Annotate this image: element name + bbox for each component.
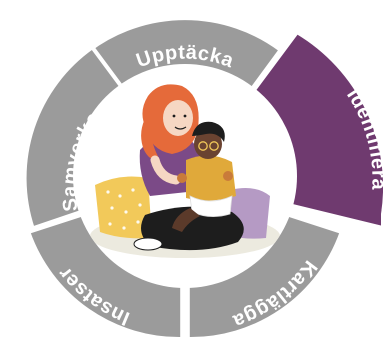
child-hair bbox=[192, 121, 225, 142]
child-face bbox=[194, 129, 222, 159]
parent-child-illustration bbox=[90, 84, 280, 258]
child-diaper bbox=[189, 195, 233, 217]
toy-right bbox=[223, 171, 233, 181]
child-legs bbox=[172, 208, 200, 232]
mother-face bbox=[163, 100, 193, 136]
mother-legs bbox=[141, 206, 244, 251]
toy-left bbox=[177, 173, 187, 183]
child-shirt bbox=[186, 155, 236, 201]
